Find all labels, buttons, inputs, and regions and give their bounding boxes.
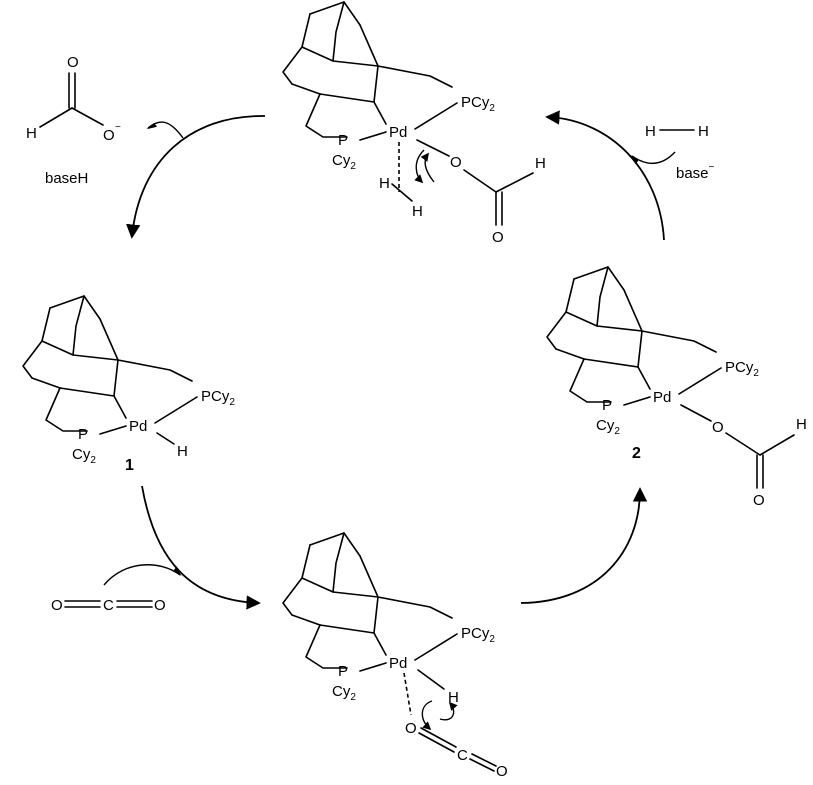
formate-anion: O H O − [26, 54, 121, 144]
co2-coordination-dash [403, 672, 412, 716]
o-atom: O [450, 154, 462, 171]
co2-complex: Pd P Cy2 PCy2 H O C O [282, 532, 508, 780]
p-label: P [338, 663, 348, 680]
o-atom-2: O [753, 492, 765, 509]
pcy2-label: PCy2 [461, 625, 495, 645]
h-atom-anion: H [26, 125, 37, 142]
top-complex: Pd P Cy2 PCy2 H H O H O [282, 1, 546, 246]
pcy2-label: PCy2 [725, 359, 759, 379]
pd-label: Pd [129, 418, 147, 435]
pd-label: Pd [653, 389, 671, 406]
h2-left: H [645, 123, 656, 140]
co2-free-o1: O [51, 597, 63, 614]
h-atom-2: H [412, 203, 423, 220]
base-label: base− [676, 162, 715, 182]
o-atom-anion-2: O [103, 127, 115, 144]
o-atom: O [712, 419, 724, 436]
o-atom-anion-1: O [67, 54, 79, 71]
pcy2-label: PCy2 [461, 94, 495, 114]
hydrogen-molecule: H H [645, 123, 709, 140]
minus-charge: − [115, 122, 121, 133]
hydride-complex: Pd P Cy2 PCy2 H [22, 295, 235, 466]
h2-right: H [698, 123, 709, 140]
cy2-label: Cy2 [332, 152, 356, 172]
co2-o2: O [496, 763, 508, 780]
co2-free-c: C [103, 597, 114, 614]
formate-complex: Pd P Cy2 PCy2 O H O [546, 266, 807, 509]
cycle-arrow-bottom-right [520, 487, 648, 604]
co2-o1: O [405, 720, 417, 737]
cy2-label: Cy2 [72, 446, 96, 466]
cy2-label: Cy2 [332, 683, 356, 703]
hydride-h: H [177, 443, 188, 460]
p-label: P [602, 397, 612, 414]
o-atom-2: O [492, 229, 504, 246]
cycle-arrow-top-right [545, 110, 665, 241]
pd-label: Pd [389, 655, 407, 672]
baseh-label: baseH [45, 170, 88, 187]
formate-release-arrow [146, 121, 184, 139]
h-atom: H [796, 416, 807, 433]
cycle-arrow-top-left [126, 115, 266, 239]
carbon-dioxide: O C O [51, 597, 166, 614]
pd-label: Pd [389, 124, 407, 141]
co2-free-o2: O [154, 597, 166, 614]
base-attack-arrow [630, 151, 676, 165]
p-label: P [338, 132, 348, 149]
pcy2-label: PCy2 [201, 388, 235, 408]
cycle-arrow-bottom-left [141, 485, 261, 610]
co2-c: C [457, 747, 468, 764]
h-atom-1: H [379, 175, 390, 192]
p-label: P [78, 426, 88, 443]
compound-number-2: 2 [632, 445, 641, 462]
hydride-h: H [448, 689, 459, 706]
h-atom-3: H [535, 155, 546, 172]
cy2-label: Cy2 [596, 417, 620, 437]
compound-number-1: 1 [125, 457, 134, 474]
co2-entry-arrow [103, 564, 182, 586]
